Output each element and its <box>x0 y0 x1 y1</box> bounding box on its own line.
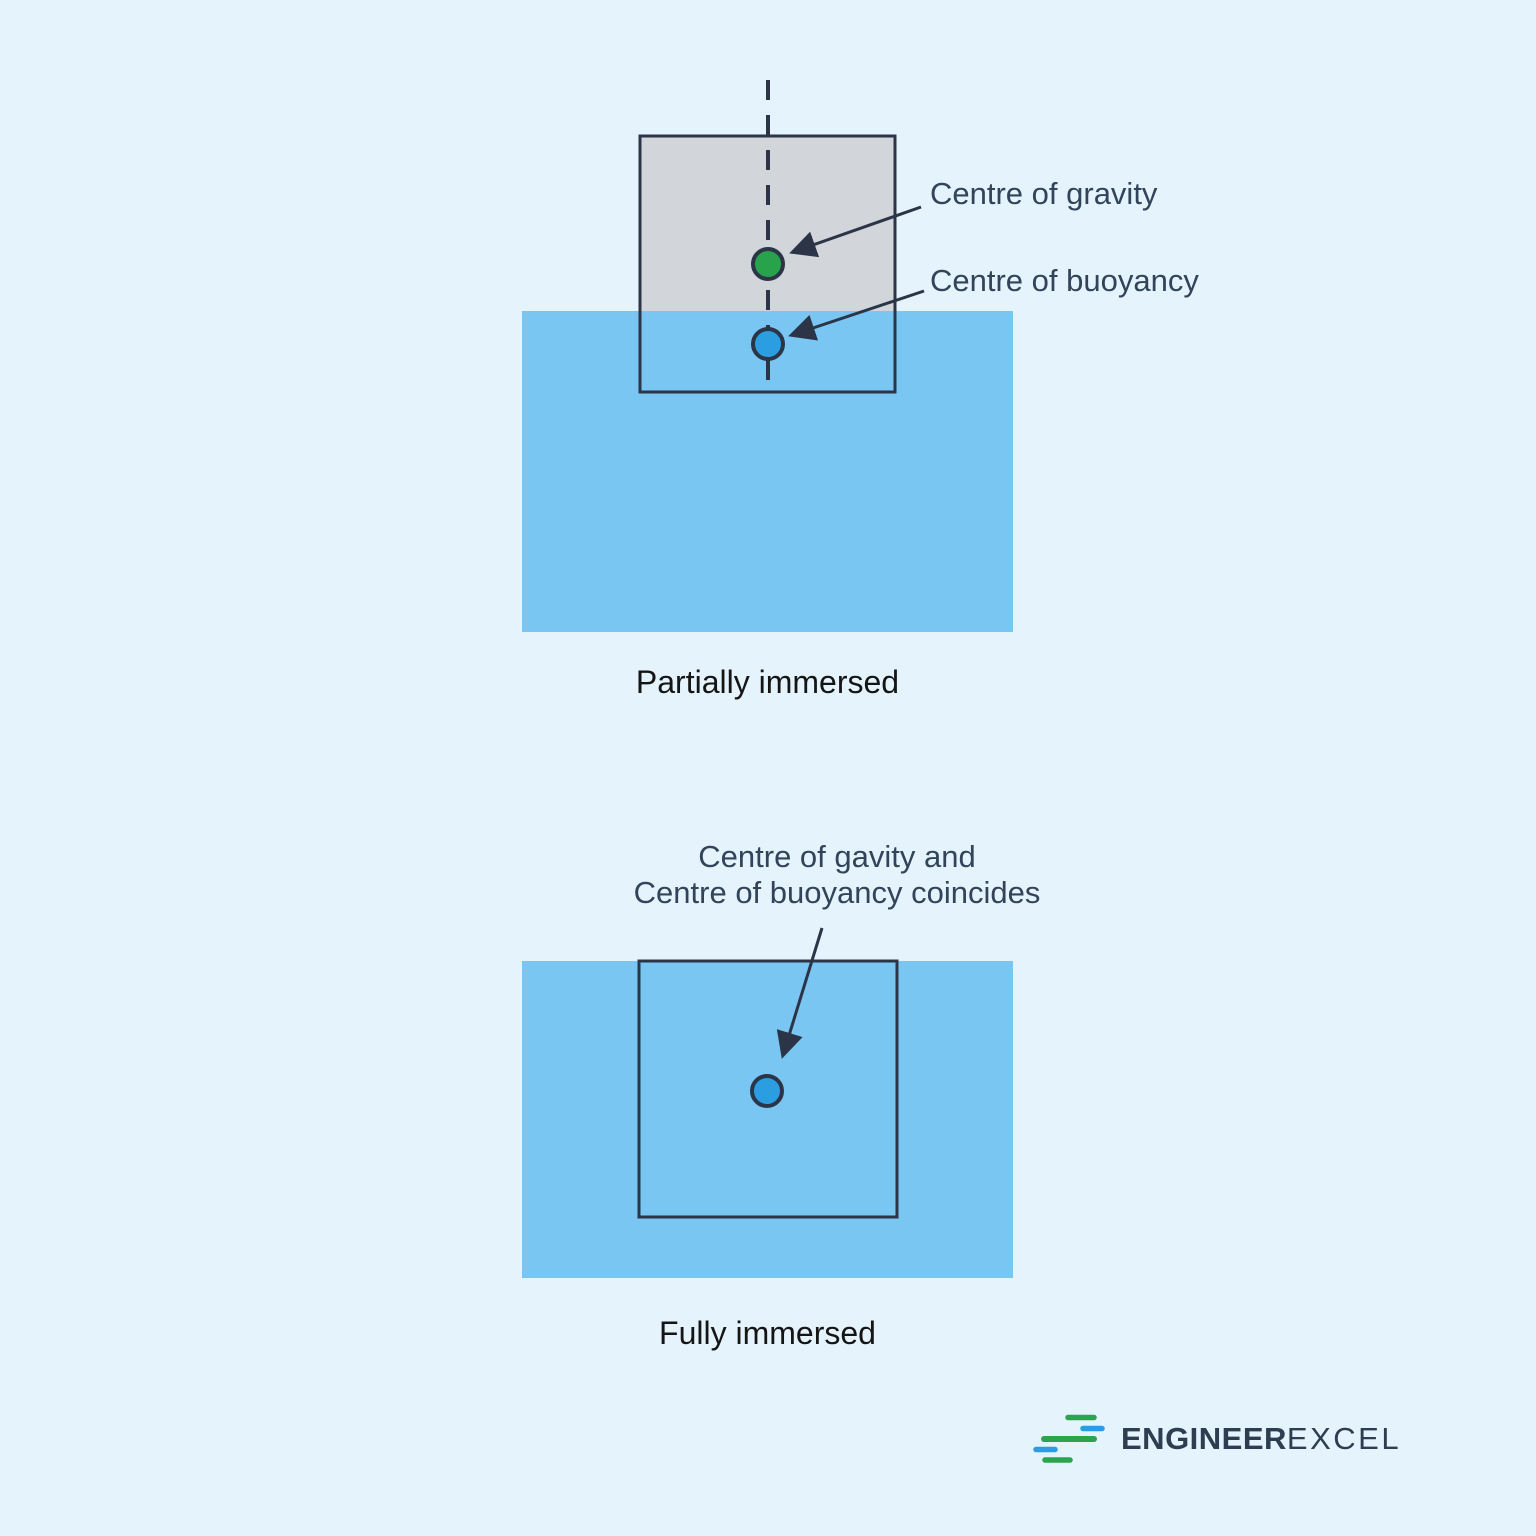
partially-immersed-caption: Partially immersed <box>635 664 900 700</box>
centre-of-buoyancy-dot <box>751 327 785 361</box>
logo-text-excel: EXCEL <box>1286 1421 1402 1456</box>
arrow-to-gravity-dot <box>789 205 922 258</box>
submerged-body-outline <box>637 959 899 1219</box>
arrow-to-buoyancy-dot <box>788 289 925 341</box>
fully-immersed-caption: Fully immersed <box>659 1315 876 1351</box>
centre-of-gravity-label: Centre of gravity <box>930 176 1158 211</box>
water-surface-bottom <box>522 961 1013 1278</box>
centre-of-gravity-dot <box>751 247 785 281</box>
engineerexcel-logo-text: ENGINEER EXCEL <box>1121 1421 1401 1457</box>
coincident-centres-label-line2: Centre of buoyancy coincides <box>633 875 1041 910</box>
coincident-centres-label: Centre of gavity and Centre of buoyancy … <box>522 839 1152 911</box>
engineerexcel-logo: ENGINEER EXCEL <box>1031 1412 1401 1466</box>
logo-text-engineer: ENGINEER <box>1121 1421 1287 1456</box>
centre-of-buoyancy-label: Centre of buoyancy <box>930 263 1199 298</box>
engineerexcel-logo-icon <box>1033 1414 1105 1463</box>
coincident-centres-dot <box>750 1074 784 1108</box>
floating-body-outline <box>638 134 897 394</box>
arrow-to-coincident-dot <box>776 927 824 1059</box>
coincident-centres-label-line1: Centre of gavity and <box>698 839 976 874</box>
